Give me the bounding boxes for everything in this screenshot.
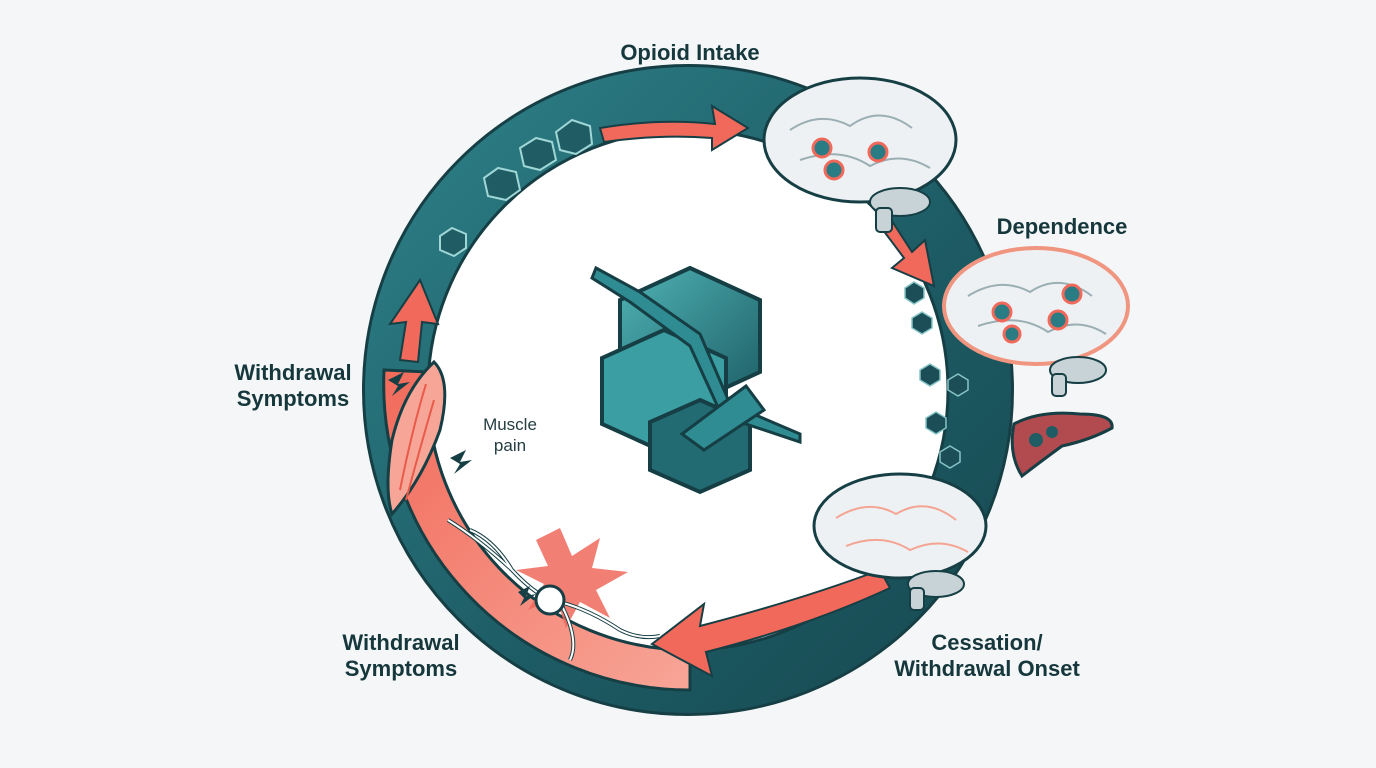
cessation-label: Cessation/ Withdrawal Onset [880,630,1094,682]
withdrawal-bottom-line-2: Symptoms [344,656,458,681]
withdrawal-left-line-2: Symptoms [236,386,350,411]
neuron-icon [446,518,661,661]
withdrawal-symptoms-bottom-label: Withdrawal Symptoms [328,630,474,682]
arrow-icon [387,277,440,364]
molecule-icon [439,118,594,258]
muscle-pain-line-1: Muscle [483,415,537,434]
withdrawal-left-line-1: Withdrawal [234,360,352,385]
liver-icon [1010,411,1114,479]
muscle-icon [386,359,447,517]
withdrawal-bottom-line-1: Withdrawal [342,630,460,655]
withdrawal-symptoms-left-label: Withdrawal Symptoms [222,360,364,412]
brain-icon [812,472,988,611]
molecule-icon [904,281,969,469]
opioid-intake-label: Opioid Intake [620,40,760,65]
lightning-icon [388,372,536,606]
muscle-pain-line-2: pain [493,436,527,455]
arrow-icon [650,568,892,678]
muscle-pain-label: Muscle pain [470,414,550,456]
cessation-line-2: Withdrawal Onset [894,656,1080,681]
brain-icon [942,246,1130,397]
brain-icon [762,76,958,233]
cessation-line-1: Cessation/ [931,630,1043,655]
dependence-label: Dependence [996,214,1128,239]
molecule-icon [590,265,802,495]
arrow-icon [598,104,750,152]
